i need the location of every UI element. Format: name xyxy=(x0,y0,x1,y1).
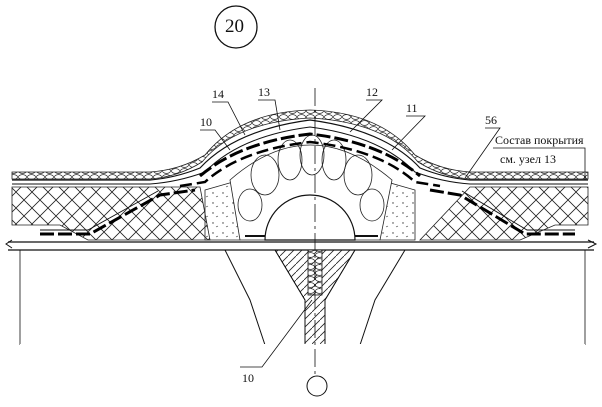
membrane-layer xyxy=(12,119,588,181)
node-number: 20 xyxy=(225,16,244,37)
insulation-layer xyxy=(11,186,589,241)
callout-56: 56 xyxy=(485,113,497,127)
node-number-circle xyxy=(214,5,258,49)
callout-10-bottom: 10 xyxy=(242,371,254,385)
base-slab xyxy=(8,241,594,251)
callout-12: 12 xyxy=(366,85,378,99)
note-line2: см. узел 13 xyxy=(500,152,556,166)
callout-10-top: 10 xyxy=(200,115,212,129)
note-line1: Состав покрытия xyxy=(495,133,584,147)
callout-14: 14 xyxy=(212,87,224,101)
leader-lines xyxy=(200,99,586,368)
axis-marker xyxy=(306,375,328,397)
callout-13: 13 xyxy=(258,85,270,99)
arch xyxy=(264,194,356,241)
callout-11: 11 xyxy=(406,101,418,115)
